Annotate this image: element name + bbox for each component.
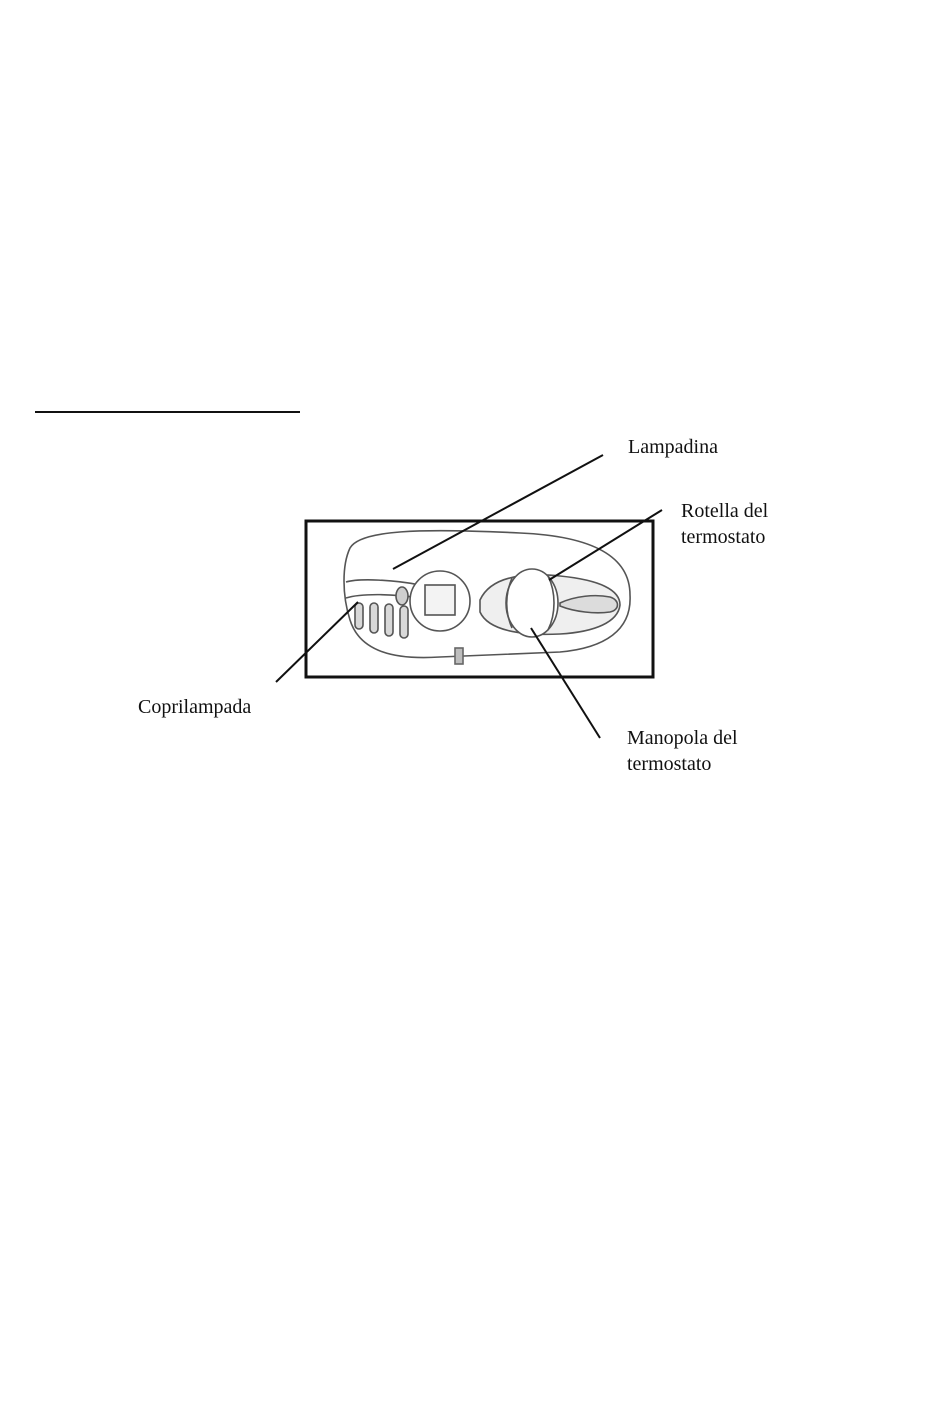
label-lampadina-text: Lampadina	[628, 434, 718, 460]
label-coprilampada: Coprilampada	[138, 694, 251, 720]
label-rotella-line-1: Rotella del	[681, 498, 768, 524]
label-coprilampada-text: Coprilampada	[138, 694, 251, 720]
housing-stem	[455, 648, 463, 664]
label-manopola-termostato: Manopola del termostato	[627, 725, 738, 777]
label-rotella-termostato: Rotella del termostato	[681, 498, 768, 550]
lamp-window	[425, 585, 455, 615]
thermostat-housing-illustration	[344, 531, 630, 664]
label-lampadina: Lampadina	[628, 434, 718, 460]
label-manopola-line-2: termostato	[627, 751, 738, 777]
leader-line-coprilampada	[276, 602, 358, 682]
lamp-bulb-shape	[396, 587, 408, 605]
label-manopola-line-1: Manopola del	[627, 725, 738, 751]
label-rotella-line-2: termostato	[681, 524, 768, 550]
